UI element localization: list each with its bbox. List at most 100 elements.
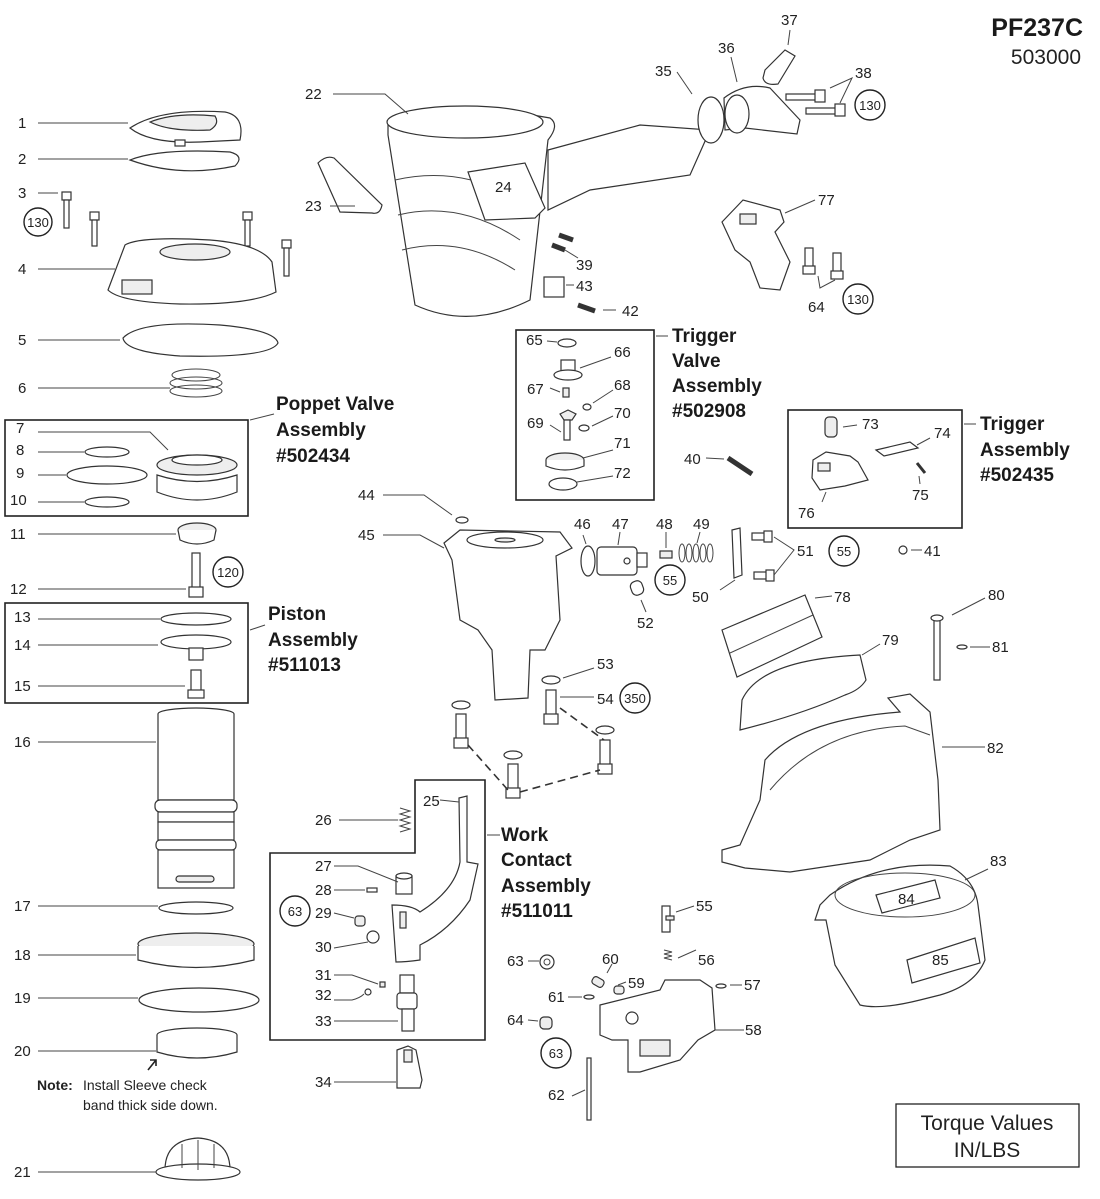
- part-8-oring[interactable]: [84, 446, 130, 458]
- part-40-pin[interactable]: [726, 455, 754, 477]
- part-77-bracket[interactable]: [721, 199, 791, 291]
- part-7-poppet[interactable]: [156, 454, 238, 501]
- part-60-screw[interactable]: [591, 976, 605, 989]
- part-71-valve-seat[interactable]: [545, 452, 585, 471]
- torque-badge-29: 63: [279, 895, 311, 927]
- part-58-lever-body[interactable]: [599, 979, 716, 1073]
- part-38-bolts[interactable]: [785, 89, 846, 117]
- svg-text:130: 130: [27, 215, 49, 230]
- callout-53: 53: [597, 656, 614, 673]
- part-9-oring[interactable]: [66, 465, 148, 485]
- torque-badge-38: 130: [854, 89, 886, 121]
- part-82-magazine-door[interactable]: [721, 693, 941, 873]
- part-73-spring[interactable]: [824, 416, 838, 438]
- callout-51: 51: [797, 543, 814, 560]
- part-5-gasket[interactable]: [122, 323, 279, 357]
- part-72-oring[interactable]: [548, 477, 578, 491]
- part-76-trigger[interactable]: [811, 451, 869, 491]
- part-20-sleeve[interactable]: [156, 1027, 238, 1059]
- part-15-driver[interactable]: [187, 669, 205, 699]
- part-11-nut[interactable]: [177, 522, 217, 545]
- callout-37: 37: [781, 12, 798, 29]
- part-21-bumper[interactable]: [155, 1137, 241, 1181]
- part-39-pins[interactable]: [551, 232, 574, 253]
- part-64-screw[interactable]: [539, 1016, 553, 1030]
- part-55-valve-pin[interactable]: [661, 905, 675, 933]
- part-47-plunger[interactable]: [596, 546, 648, 576]
- part-79-gasket[interactable]: [739, 654, 867, 731]
- part-68-oring[interactable]: [582, 403, 592, 411]
- part-84-label[interactable]: 84: [875, 879, 941, 914]
- part-32-ball[interactable]: [364, 988, 372, 996]
- part-28-pin[interactable]: [366, 887, 378, 893]
- part-16-cylinder[interactable]: [154, 707, 238, 889]
- part-54-bolts[interactable]: [451, 675, 615, 799]
- callout-75: 75: [912, 487, 929, 504]
- part-37-fitting[interactable]: [762, 49, 796, 85]
- part-69-valve-pin[interactable]: [559, 409, 577, 441]
- part-80-pin[interactable]: [930, 614, 944, 681]
- part-65-oring[interactable]: [557, 338, 577, 348]
- part-24-label[interactable]: 24: [467, 162, 546, 221]
- part-57-pin[interactable]: [715, 983, 727, 989]
- callout-31: 31: [315, 967, 332, 984]
- part-45-valve-body[interactable]: [443, 529, 573, 701]
- part-4-cylinder-cap[interactable]: [107, 238, 277, 305]
- part-18-head-valve[interactable]: [137, 932, 255, 969]
- part-23-label[interactable]: [317, 156, 383, 214]
- part-27-adjuster[interactable]: [395, 872, 413, 895]
- svg-text:#502908: #502908: [672, 401, 746, 422]
- part-70-oring[interactable]: [578, 424, 590, 432]
- part-81-ring[interactable]: [956, 644, 968, 650]
- callout-19: 19: [14, 990, 31, 1007]
- part-12-bolt[interactable]: [188, 552, 204, 598]
- part-49-spring[interactable]: [678, 543, 714, 563]
- part-46-oring[interactable]: [580, 545, 596, 577]
- part-75-pin[interactable]: [915, 462, 927, 474]
- part-36-end-cap[interactable]: [723, 85, 801, 135]
- part-26-spring[interactable]: [398, 807, 412, 833]
- part-59-screw[interactable]: [613, 985, 625, 995]
- part-6-spring[interactable]: [169, 368, 223, 398]
- part-52-bushing[interactable]: [629, 579, 645, 596]
- part-48-screw[interactable]: [659, 550, 673, 559]
- part-41-ball[interactable]: [898, 545, 908, 555]
- part-56-spring[interactable]: [663, 949, 673, 961]
- part-43-latch[interactable]: [543, 276, 565, 298]
- part-17-oring[interactable]: [158, 901, 234, 915]
- part-83-magazine-canister[interactable]: [814, 864, 986, 1008]
- part-63-nut[interactable]: [539, 954, 555, 970]
- part-67-spring[interactable]: [562, 387, 570, 398]
- part-61-pin[interactable]: [583, 994, 595, 1000]
- callout-34: 34: [315, 1074, 332, 1091]
- callout-26: 26: [315, 812, 332, 829]
- part-74-trigger-plate[interactable]: [874, 441, 920, 457]
- part-66-valve-stem[interactable]: [553, 359, 583, 381]
- part-10-oring[interactable]: [84, 496, 130, 508]
- part-34-nose-guard[interactable]: [396, 1045, 423, 1089]
- part-64-bolts-upper[interactable]: [802, 247, 844, 280]
- part-35-oring[interactable]: [697, 96, 725, 144]
- part-2-gasket[interactable]: [128, 150, 240, 172]
- part-1-cap[interactable]: [128, 110, 242, 147]
- part-51-screws[interactable]: [751, 530, 775, 582]
- callout-64-lower: 64: [507, 1012, 524, 1029]
- part-78-label[interactable]: [721, 594, 823, 678]
- part-29-screw[interactable]: [354, 915, 366, 927]
- part-62-pin[interactable]: [586, 1057, 592, 1121]
- part-33-plunger[interactable]: [396, 974, 418, 1032]
- part-85-label[interactable]: 85: [906, 937, 981, 984]
- part-25-work-contact[interactable]: [391, 795, 479, 963]
- part-50-plate[interactable]: [731, 527, 743, 579]
- part-13-oring[interactable]: [160, 612, 232, 626]
- part-30-washer[interactable]: [366, 930, 380, 944]
- part-31-ball[interactable]: [379, 981, 386, 988]
- part-44-oring[interactable]: [455, 516, 469, 524]
- part-22-housing[interactable]: [386, 105, 711, 317]
- part-3-bolts[interactable]: [61, 191, 292, 277]
- callout-43: 43: [576, 278, 593, 295]
- part-19-oring[interactable]: [138, 987, 260, 1013]
- part-42-pin[interactable]: [577, 302, 596, 314]
- callout-32: 32: [315, 987, 332, 1004]
- part-14-piston[interactable]: [160, 634, 232, 661]
